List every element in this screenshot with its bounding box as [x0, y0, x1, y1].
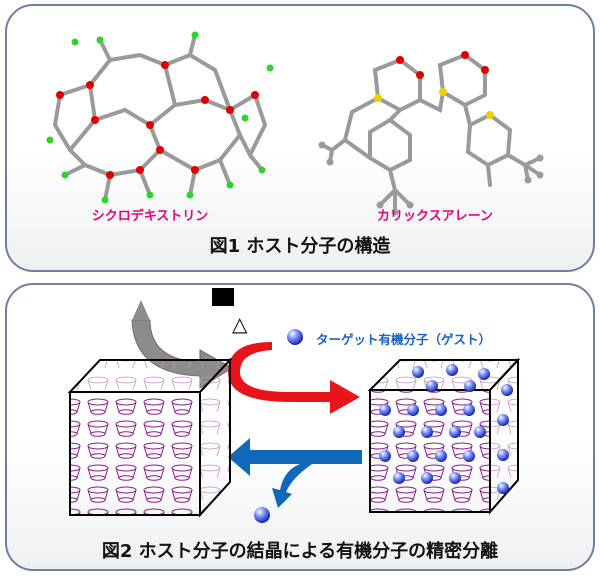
calixarene-label: カリックスアレーン — [377, 209, 493, 224]
captured-guest-balls — [379, 364, 513, 494]
calixarene-molecule — [320, 52, 542, 214]
empty-host-crystal — [67, 357, 233, 518]
released-guest-ball — [254, 507, 270, 523]
calixarene-atoms — [318, 51, 544, 216]
loaded-host-crystal — [367, 357, 521, 515]
heat-block-icon — [212, 288, 234, 306]
uptake-arrow — [228, 342, 360, 414]
figure2-caption: 図2 ホスト分子の結晶による有機分子の精密分離 — [101, 541, 499, 562]
cyclodextrin-atoms — [46, 31, 274, 204]
guest-label: ターゲット有機分子（ゲスト） — [316, 332, 492, 347]
cyclodextrin-label: シクロデキストリン — [91, 209, 209, 224]
figure1-caption: 図1 ホスト分子の構造 — [209, 236, 391, 257]
release-arrow-branch — [272, 464, 312, 508]
guest-molecule-ball — [287, 329, 303, 345]
regeneration-arrow-head — [132, 300, 150, 320]
heat-triangle-symbol: △ — [232, 312, 248, 336]
release-arrow-shaft — [228, 438, 362, 476]
cyclodextrin-molecule — [52, 33, 268, 202]
